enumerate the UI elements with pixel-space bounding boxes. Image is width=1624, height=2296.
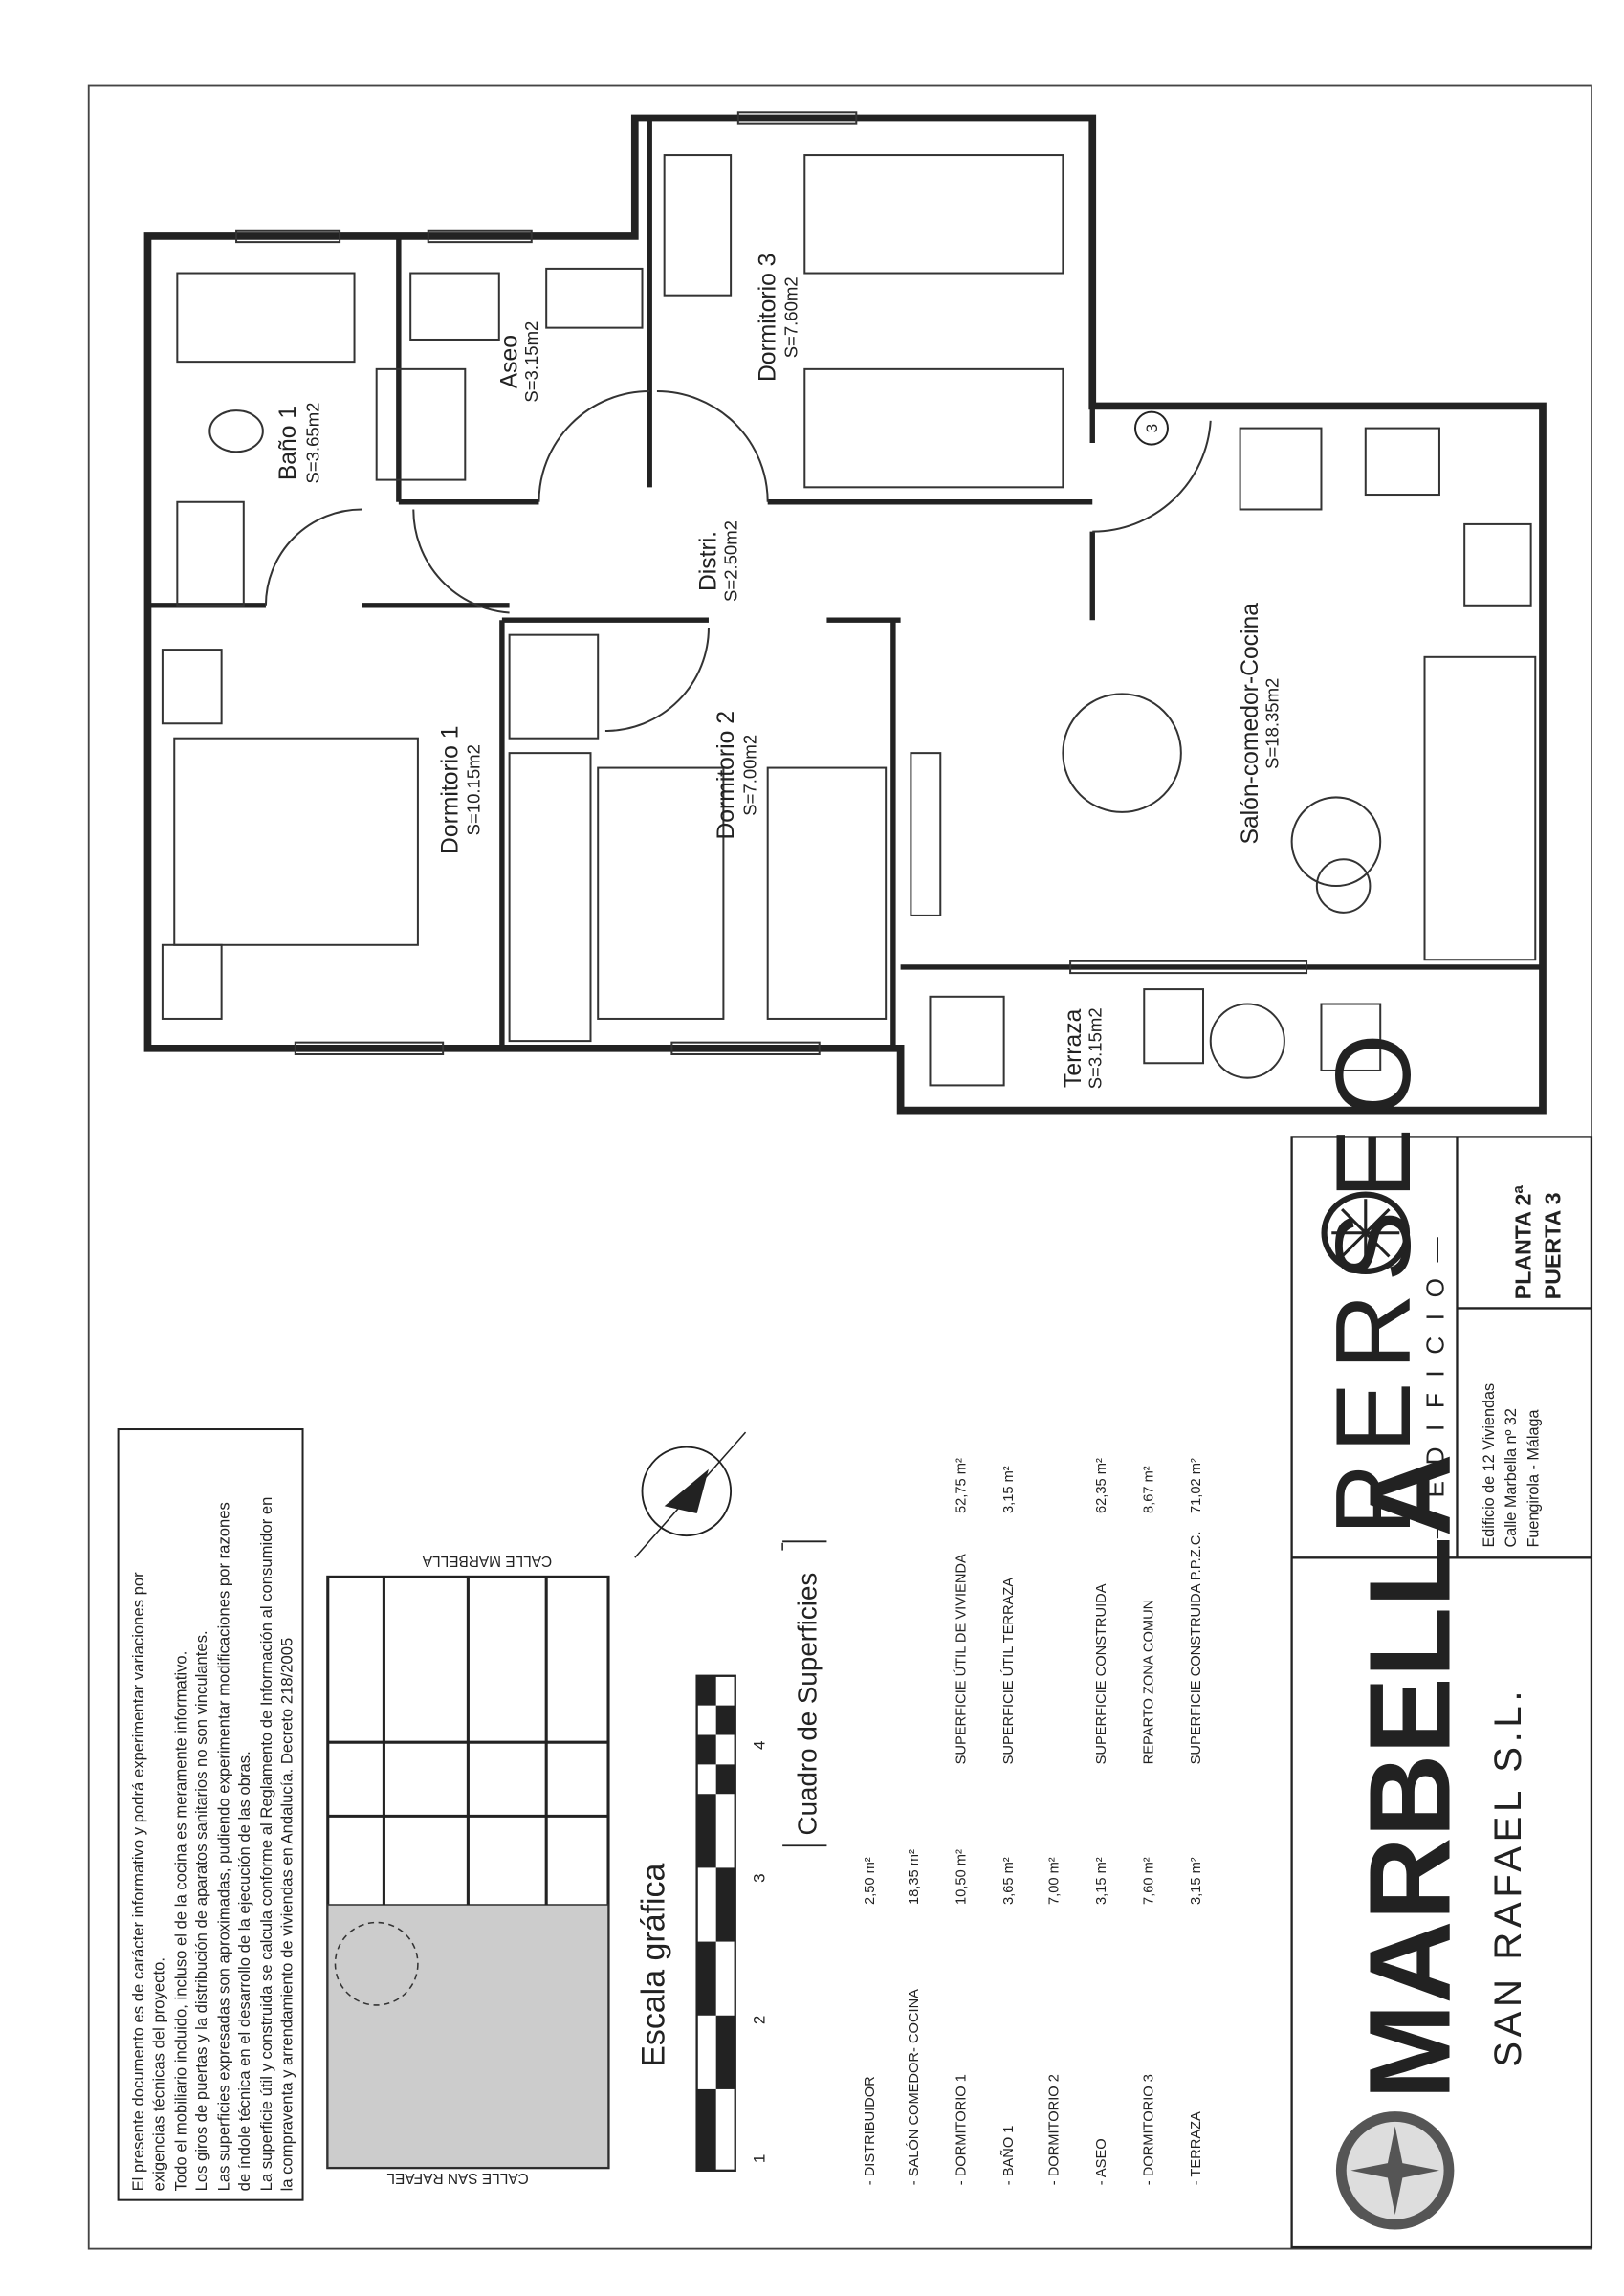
room-name: Dormitorio 2 [713, 711, 739, 839]
room-name: Dormitorio 3 [755, 254, 780, 382]
total-row-label: SUPERFICIE CONSTRUIDA P.P.Z.C. [1189, 1532, 1204, 1765]
room-row-value: 7,00 m² [1047, 1857, 1063, 1905]
address-line: Fuengirola - Málaga [1525, 1410, 1542, 1548]
room-area: S=3.15m2 [521, 321, 541, 403]
site-plan: CALLE MARBELLA CALLE SAN RAFAEL [326, 1553, 610, 2186]
floor-plan: 3 Baño 1 S=3.65m2 Aseo S=3.15m2 Dormitor… [143, 111, 1547, 1115]
north-arrow-icon [634, 1431, 747, 1558]
graphic-scale: Escala gráfica 1 2 3 4 [636, 1674, 769, 2172]
room-name: Salón-comedor-Cocina [1238, 603, 1263, 845]
disclaimer-line: La superficie útil y construida se calcu… [257, 1497, 275, 2192]
windows [235, 111, 1308, 1055]
scale-tick: 4 [751, 1741, 769, 1750]
scale-tick: 1 [751, 2154, 769, 2163]
building-name: PERSEO [1313, 1022, 1433, 1535]
surfaces-table: Cuadro de Superficies - DISTRIBUIDOR 2,5… [782, 1458, 1204, 2185]
room-row-label: - BAÑO 1 [1000, 2126, 1017, 2186]
floor-label: PLANTA 2ª [1511, 1185, 1536, 1300]
door-swings [264, 390, 1212, 732]
total-row-label: SUPERFICIE CONSTRUIDA [1094, 1583, 1109, 1764]
room-row-label: - DORMITORIO 2 [1047, 2074, 1063, 2185]
room-row-label: - ASEO [1094, 2138, 1109, 2185]
room-name: Distri. [696, 531, 722, 591]
door-label: PUERTA 3 [1541, 1192, 1566, 1299]
room-row-label: - TERRAZA [1189, 2111, 1204, 2185]
room-area: S=3.65m2 [303, 403, 323, 484]
room-row-value: 2,50 m² [863, 1857, 878, 1905]
room-name: Baño 1 [275, 406, 301, 480]
room-area: S=2.50m2 [720, 520, 740, 602]
room-row-label: - DISTRIBUIDOR [863, 2076, 878, 2185]
disclaimer-line: Todo el mobiliario incluido, incluso el … [172, 1651, 190, 2192]
disclaimer-line: Las superficies expresadas son aproximad… [214, 1502, 232, 2191]
disclaimer-line: Los giros de puertas y la distribución d… [192, 1630, 210, 2191]
total-row-value: 8,67 m² [1142, 1466, 1157, 1513]
room-labels: Baño 1 S=3.65m2 Aseo S=3.15m2 Dormitorio… [275, 254, 1283, 1090]
disclaimer-line: la compraventa y arrendamiento de vivien… [278, 1638, 296, 2192]
surfaces-title: Cuadro de Superficies [793, 1573, 823, 1836]
room-name: Aseo [496, 335, 522, 388]
total-row-value: 3,15 m² [1001, 1466, 1017, 1513]
address-line: Calle Marbella nº 32 [1503, 1408, 1520, 1547]
exterior-walls [143, 114, 1547, 1115]
room-row-label: - SALÓN COMEDOR- COCINA [906, 1989, 922, 2185]
room-area: S=7.00m2 [739, 735, 759, 816]
room-row-value: 3,15 m² [1189, 1857, 1204, 1905]
room-row-label: - DORMITORIO 3 [1142, 2074, 1157, 2185]
company-compass-logo-icon [1335, 2111, 1455, 2230]
room-row-value: 7,60 m² [1142, 1857, 1157, 1905]
street-label: CALLE MARBELLA [422, 1553, 552, 1569]
room-area: S=7.60m2 [781, 276, 801, 358]
total-row-label: SUPERFICIE ÚTIL DE VIVIENDA [954, 1554, 970, 1764]
room-row-label: - DORMITORIO 1 [955, 2074, 970, 2185]
scale-tick: 3 [751, 1873, 769, 1882]
company-logo-text: MARBELLA [1346, 1453, 1475, 2099]
room-area: S=10.15m2 [464, 744, 484, 835]
furniture [161, 154, 1537, 1087]
room-area: S=18.35m2 [1262, 678, 1283, 769]
total-row-value: 62,35 m² [1094, 1458, 1109, 1513]
compass-star-icon [1321, 1191, 1411, 1274]
room-row-value: 3,15 m² [1094, 1857, 1109, 1905]
street-label: CALLE SAN RAFAEL [386, 2170, 529, 2186]
total-row-label: REPARTO ZONA COMUN [1142, 1600, 1157, 1765]
disclaimer-line: El presente documento es de carácter inf… [129, 1572, 147, 2192]
room-name: Dormitorio 1 [438, 725, 464, 853]
room-area: S=3.15m2 [1086, 1007, 1106, 1089]
total-row-value: 71,02 m² [1189, 1458, 1204, 1513]
disclaimer-box: El presente documento es de carácter inf… [117, 1428, 304, 2201]
disclaimer-line: exigencias técnicas del proyecto. [149, 1957, 167, 2191]
room-row-value: 3,65 m² [1001, 1857, 1017, 1905]
disclaimer-line: de índole técnica en el desarrollo de la… [235, 1751, 253, 2191]
scale-title: Escala gráfica [636, 1863, 672, 2066]
door-number-marker: 3 [1134, 410, 1169, 446]
room-row-value: 10,50 m² [955, 1849, 970, 1905]
company-subtitle: SAN RAFAEL S.L. [1486, 1687, 1529, 2067]
scale-tick: 2 [751, 2016, 769, 2024]
title-block: PERSEO — E D I F I C I O — Edificio de 1… [1290, 1022, 1593, 2249]
door-number: 3 [1143, 424, 1161, 432]
total-row-label: SUPERFICIE ÚTIL TERRAZA [1000, 1578, 1017, 1765]
room-row-value: 18,35 m² [907, 1849, 922, 1905]
address-line: Edificio de 12 Viviendas [1481, 1383, 1498, 1548]
total-row-value: 52,75 m² [955, 1458, 970, 1513]
room-name: Terraza [1061, 1008, 1086, 1088]
building-subtitle: — E D I F I C I O — [1421, 1233, 1450, 1539]
